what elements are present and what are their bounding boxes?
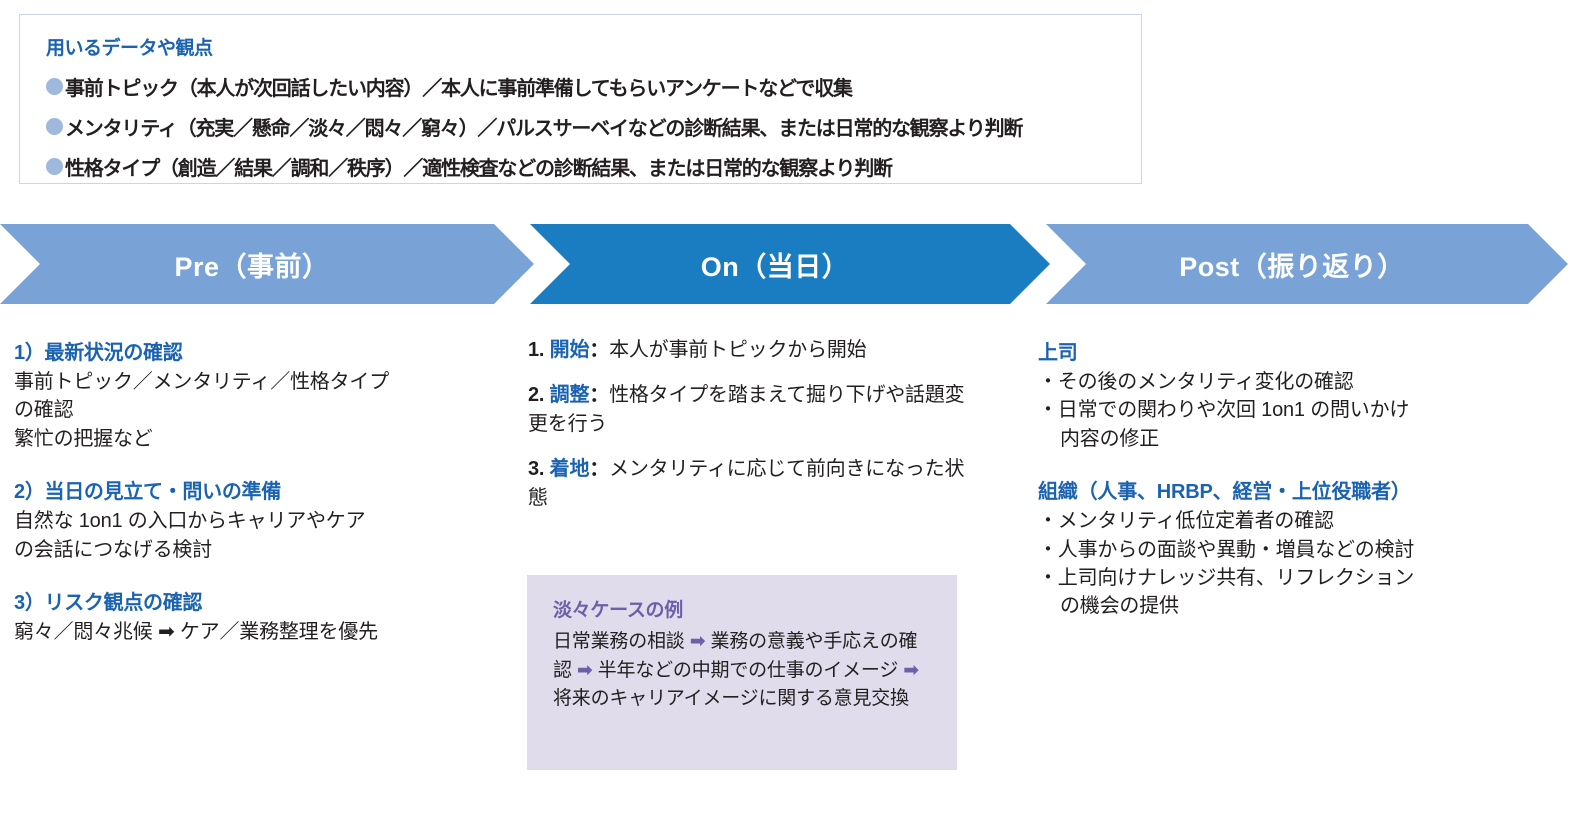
post-group: 組織（人事、HRBP、経営・上位役職者） ・メンタリティ低位定着者の確認 ・人事… <box>1038 475 1558 621</box>
arrow-right-icon: ➡ <box>903 659 919 681</box>
example-case-title: 淡々ケースの例 <box>553 600 683 621</box>
info-bullet-row: 事前トピック（本人が次回話したい内容）／本人に事前準備してもらいアンケートなどで… <box>46 72 853 101</box>
column-post: 上司 ・その後のメンタリティ変化の確認 ・日常での関わりや次回 1on1 の問い… <box>1038 336 1558 621</box>
info-bullet-row: メンタリティ（充実／懸命／淡々／悶々／窮々）／パルスサーベイなどの診断結果、また… <box>46 112 1023 141</box>
list-item-line: ・日常での関わりや次回 1on1 の問いかけ <box>1038 399 1410 422</box>
example-segment: 半年などの中期での仕事のイメージ <box>597 659 899 681</box>
on-step-keyword: 開始 <box>549 339 590 361</box>
on-step-separator: ： <box>589 458 610 480</box>
example-segment: 将来のキャリアイメージに関する意見交換 <box>553 688 909 709</box>
pre-block-heading: 2）当日の見立て・問いの準備 <box>14 481 281 504</box>
on-step: 1. 開始：本人が事前トピックから開始 <box>528 336 980 365</box>
example-segment: 業務の意義や手応えの確認 <box>553 631 918 681</box>
on-step-number: 1. <box>528 339 545 361</box>
on-step-keyword: 着地 <box>549 458 590 480</box>
data-and-perspectives-box: 用いるデータや観点 事前トピック（本人が次回話したい内容）／本人に事前準備しても… <box>19 14 1142 184</box>
filled-circle-icon <box>46 78 63 95</box>
phase-chevron-band: Pre（事前） On（当日） Post（振り返り） <box>0 224 1580 304</box>
text-line: の会話につなげる検討 <box>14 538 212 561</box>
arrow-right-icon: ➡ <box>689 631 706 652</box>
post-group-list: ・メンタリティ低位定着者の確認 ・人事からの面談や異動・増員などの検討 ・上司向… <box>1038 507 1558 621</box>
post-group-heading: 組織（人事、HRBP、経営・上位役職者） <box>1038 481 1411 504</box>
text-line: 繁忙の把握など <box>14 427 153 450</box>
info-bullet-text: メンタリティ（充実／懸命／淡々／悶々／窮々）／パルスサーベイなどの診断結果、また… <box>65 118 1023 140</box>
pre-block-body: 窮々／悶々兆候 ➡ ケア／業務整理を優先 <box>14 618 514 646</box>
on-step-keyword: 調整 <box>549 384 590 406</box>
post-group: 上司 ・その後のメンタリティ変化の確認 ・日常での関わりや次回 1on1 の問い… <box>1038 336 1558 453</box>
phase-chevron-label: Post（振り返り） <box>1179 251 1405 282</box>
column-pre: 1）最新状況の確認 事前トピック／メンタリティ／性格タイプ の確認 繁忙の把握な… <box>14 336 514 646</box>
list-item: ・上司向けナレッジ共有、リフレクション の機会の提供 <box>1038 564 1558 621</box>
list-item-line: ・上司向けナレッジ共有、リフレクション <box>1038 566 1415 589</box>
example-case-body: 日常業務の相談 ➡ 業務の意義や手応えの確認 ➡ 半年などの中期での仕事のイメー… <box>553 628 931 714</box>
phase-chevron-post: Post（振り返り） <box>1046 224 1568 304</box>
phase-chevron-label: On（当日） <box>700 251 850 282</box>
pre-block-body: 事前トピック／メンタリティ／性格タイプ の確認 繁忙の把握など <box>14 368 514 453</box>
on-step-text: 本人が事前トピックから開始 <box>609 339 867 361</box>
info-box-title: 用いるデータや観点 <box>46 38 213 59</box>
text-line: 自然な 1on1 の入口からキャリアやケア <box>14 510 366 533</box>
list-item-continuation: 内容の修正 <box>1060 427 1159 450</box>
post-group-list: ・その後のメンタリティ変化の確認 ・日常での関わりや次回 1on1 の問いかけ … <box>1038 368 1558 453</box>
list-item: ・人事からの面談や異動・増員などの検討 <box>1038 538 1415 561</box>
list-item: ・その後のメンタリティ変化の確認 <box>1038 371 1354 393</box>
on-step-number: 2. <box>528 384 545 406</box>
list-item: ・メンタリティ低位定着者の確認 <box>1038 510 1334 533</box>
phase-chevron-pre: Pre（事前） <box>0 224 534 304</box>
info-bullet-text: 事前トピック（本人が次回話したい内容）／本人に事前準備してもらいアンケートなどで… <box>65 78 853 100</box>
example-case-box: 淡々ケースの例 日常業務の相談 ➡ 業務の意義や手応えの確認 ➡ 半年などの中期… <box>527 575 957 770</box>
on-step: 3. 着地：メンタリティに応じて前向きになった状態 <box>528 455 980 513</box>
phase-chevron-on: On（当日） <box>530 224 1050 304</box>
column-on: 1. 開始：本人が事前トピックから開始 2. 調整：性格タイプを踏まえて掘り下げ… <box>528 336 980 529</box>
info-bullet-row: 性格タイプ（創造／結果／調和／秩序）／適性検査などの診断結果、または日常的な観察… <box>46 152 893 181</box>
pre-block-heading: 1）最新状況の確認 <box>14 342 183 364</box>
filled-circle-icon <box>46 158 63 175</box>
on-step-separator: ： <box>589 339 610 361</box>
on-step-number: 3. <box>528 458 545 480</box>
text-line: の確認 <box>14 399 74 422</box>
info-bullet-text: 性格タイプ（創造／結果／調和／秩序）／適性検査などの診断結果、または日常的な観察… <box>65 158 893 180</box>
text-line: 事前トピック／メンタリティ／性格タイプ <box>14 371 389 393</box>
example-segment: 日常業務の相談 <box>553 631 685 652</box>
pre-block: 2）当日の見立て・問いの準備 自然な 1on1 の入口からキャリアやケア の会話… <box>14 475 514 564</box>
pre-block-body: 自然な 1on1 の入口からキャリアやケア の会話につなげる検討 <box>14 507 514 564</box>
phase-chevron-label: Pre（事前） <box>174 251 330 282</box>
text-line: 窮々／悶々兆候 ➡ ケア／業務整理を優先 <box>14 620 378 643</box>
post-group-heading: 上司 <box>1038 342 1078 364</box>
pre-block-heading: 3）リスク観点の確認 <box>14 591 203 614</box>
filled-circle-icon <box>46 118 63 135</box>
on-step-text: メンタリティに応じて前向きになった状態 <box>528 458 965 509</box>
on-step: 2. 調整：性格タイプを踏まえて掘り下げや話題変更を行う <box>528 381 980 439</box>
pre-block: 3）リスク観点の確認 窮々／悶々兆候 ➡ ケア／業務整理を優先 <box>14 586 514 646</box>
arrow-right-icon: ➡ <box>576 659 593 681</box>
on-step-text: 性格タイプを踏まえて掘り下げや話題変更を行う <box>528 384 965 435</box>
pre-block: 1）最新状況の確認 事前トピック／メンタリティ／性格タイプ の確認 繁忙の把握な… <box>14 336 514 453</box>
list-item-continuation: の機会の提供 <box>1060 595 1179 618</box>
list-item: ・日常での関わりや次回 1on1 の問いかけ 内容の修正 <box>1038 396 1558 453</box>
on-step-separator: ： <box>589 384 610 406</box>
